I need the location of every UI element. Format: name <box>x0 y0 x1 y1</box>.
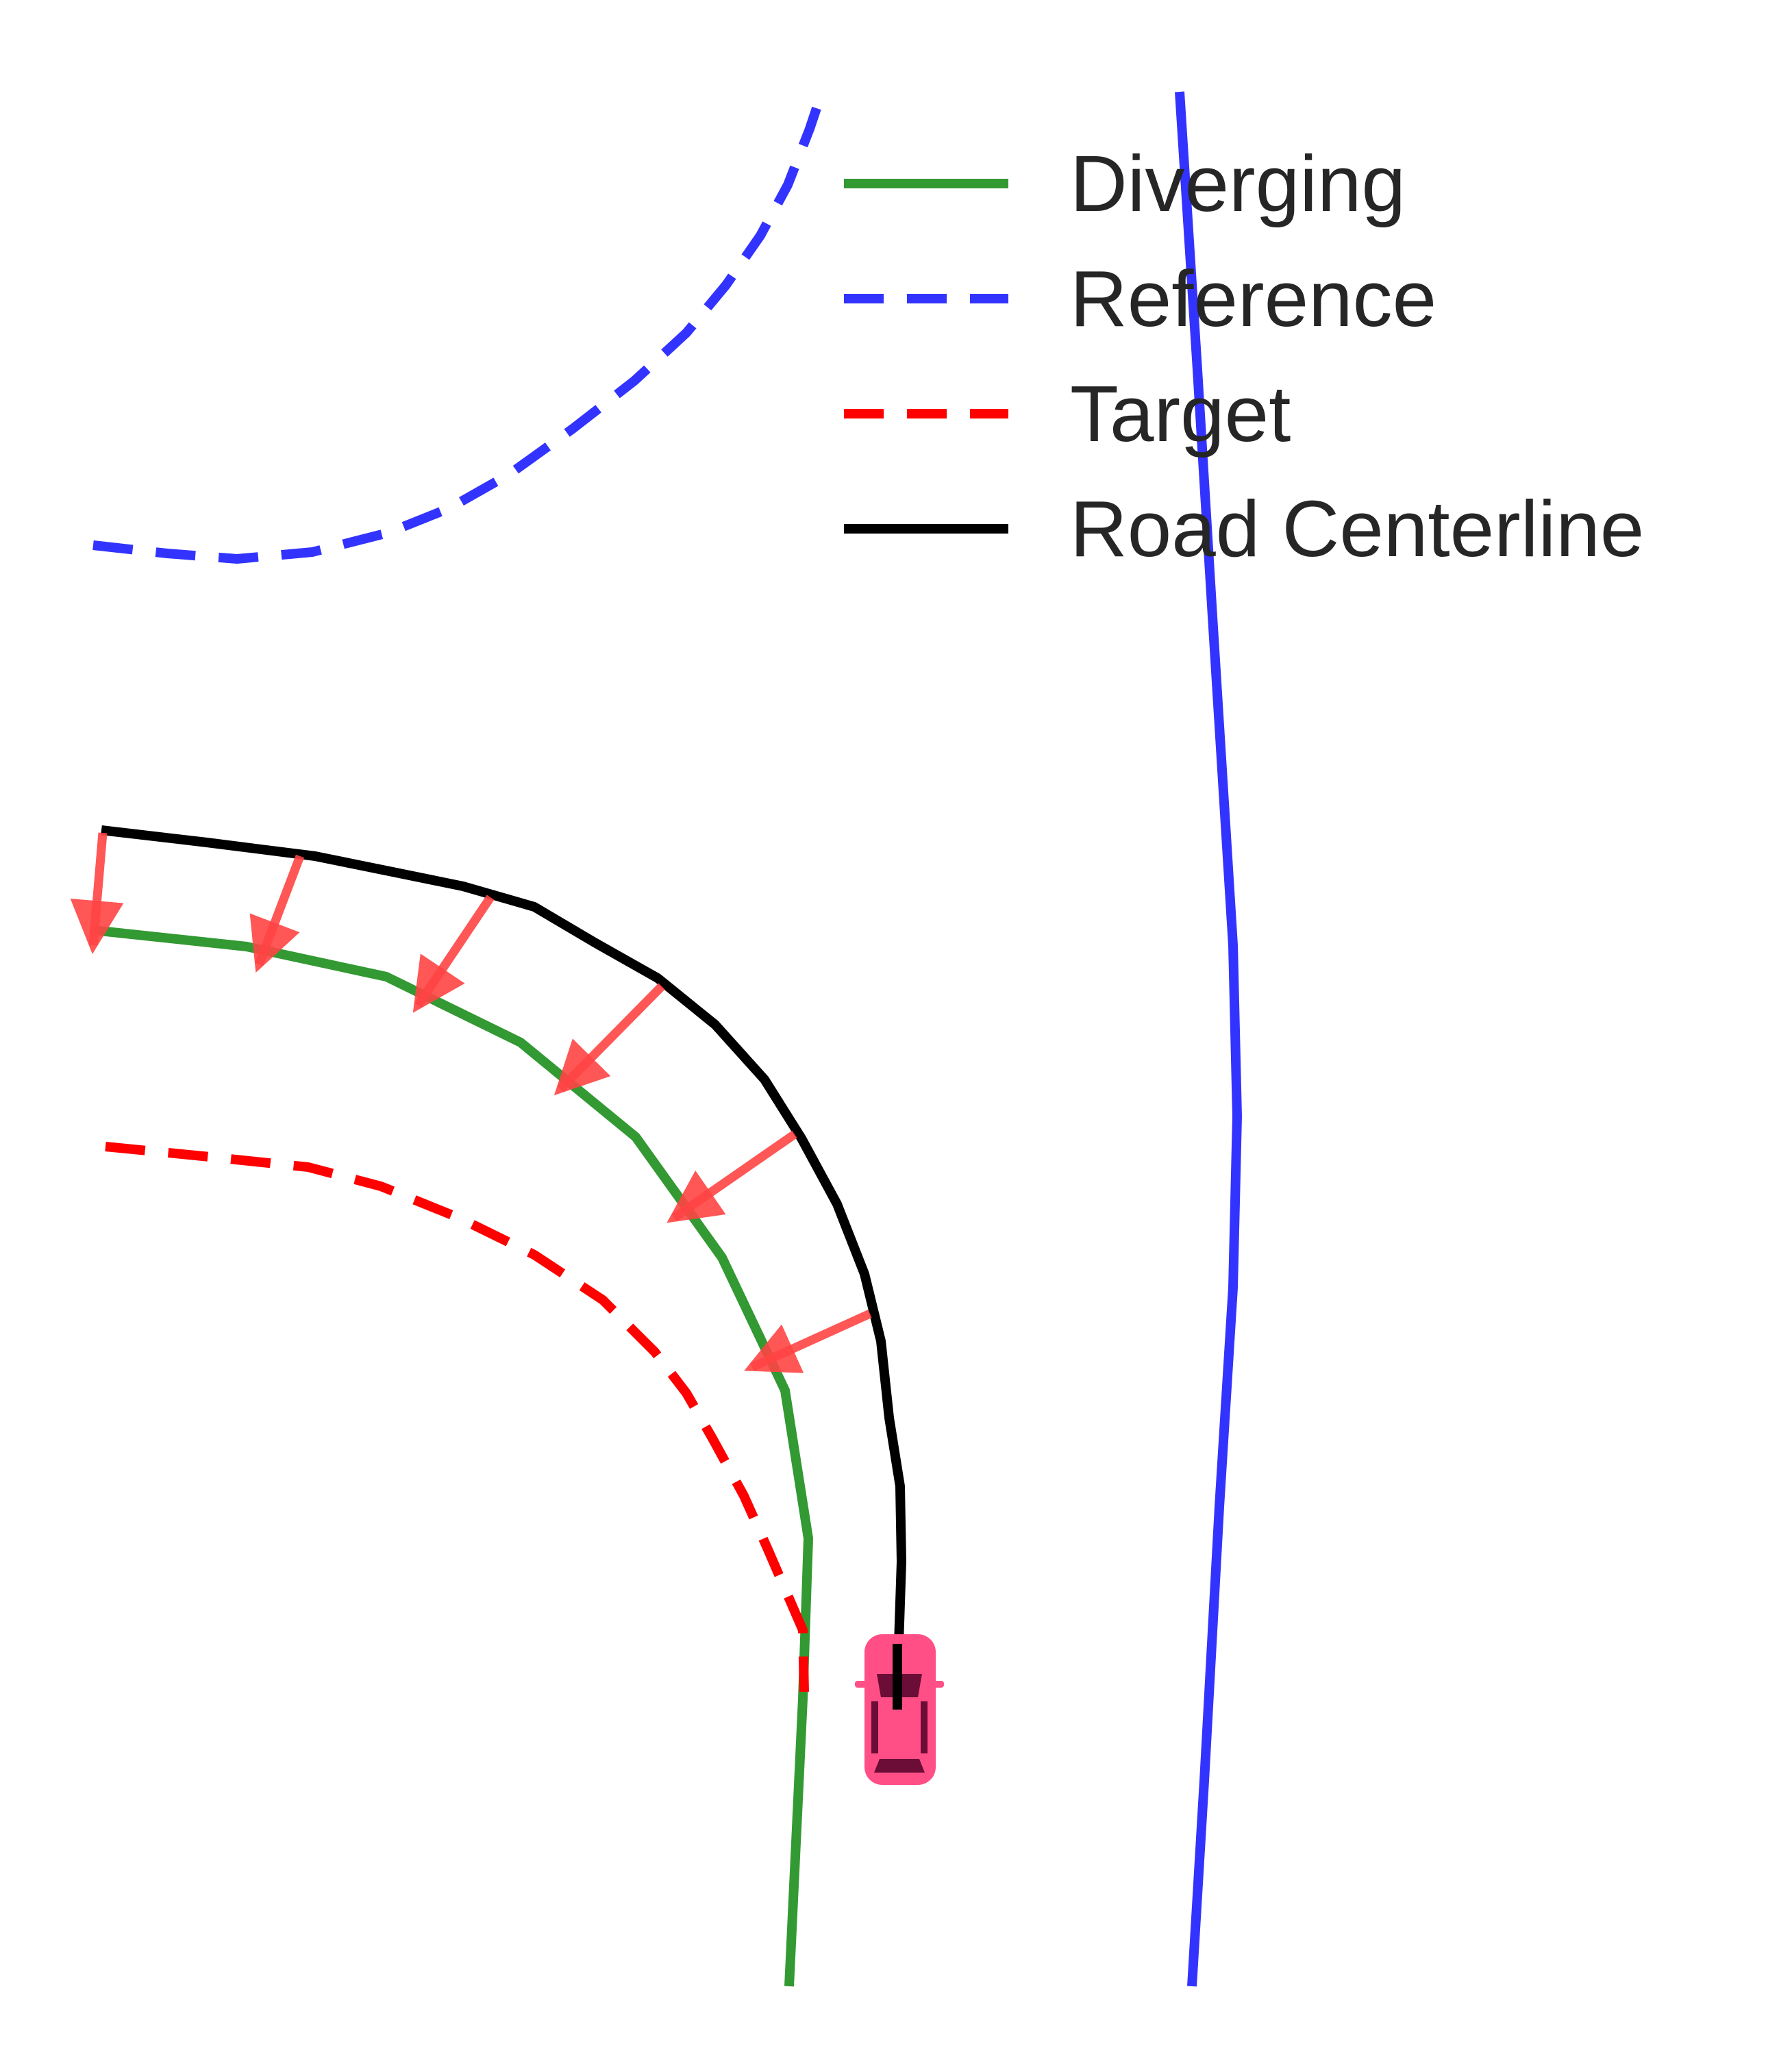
legend-label-diverging: Diverging <box>1070 139 1406 228</box>
offset-arrow <box>553 983 665 1096</box>
legend-item-target: Target <box>844 369 1291 458</box>
offset-arrow <box>667 1130 797 1223</box>
offset-arrows <box>70 832 872 1373</box>
legend-item-centerline: Road Centerline <box>844 484 1644 573</box>
reference-lines <box>92 90 1242 1987</box>
legend-item-reference: Reference <box>844 254 1436 343</box>
reference-boundary-curve <box>92 90 827 564</box>
legend-item-diverging: Diverging <box>844 139 1406 228</box>
reference-boundary-right <box>1175 91 1242 1987</box>
car-top-view-icon <box>855 1634 944 1785</box>
legend-label-target: Target <box>1070 369 1291 458</box>
diverging-path <box>92 925 813 1987</box>
target-path <box>105 1142 809 1692</box>
offset-arrow <box>249 854 305 973</box>
offset-arrow <box>744 1310 872 1373</box>
legend-label-centerline: Road Centerline <box>1070 484 1644 573</box>
legend-label-reference: Reference <box>1070 254 1436 343</box>
legend: Diverging Reference Target Road Centerli… <box>844 139 1644 573</box>
offset-arrow <box>70 832 124 954</box>
offset-arrow <box>412 895 495 1013</box>
road-centerline <box>101 825 906 1706</box>
